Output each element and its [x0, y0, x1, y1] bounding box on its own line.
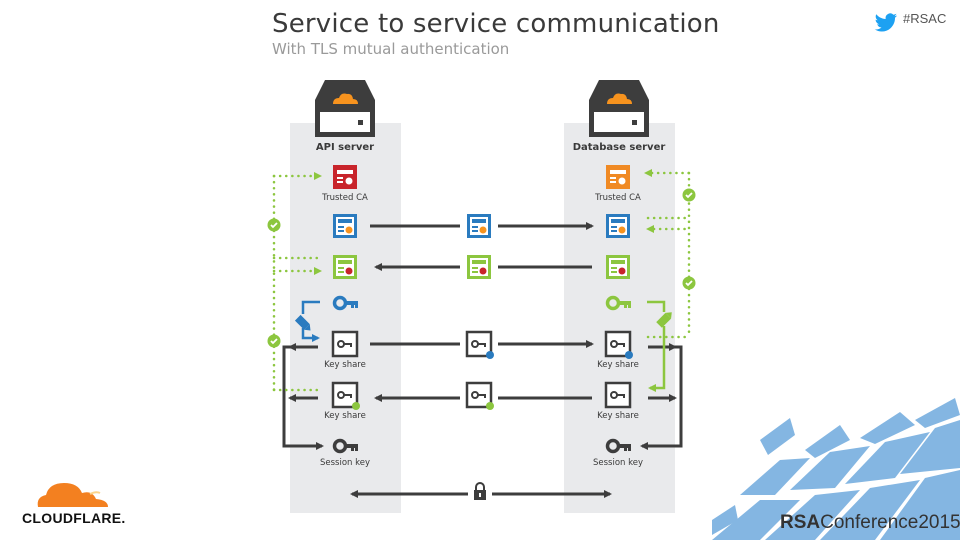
api-server-icon: [315, 80, 375, 137]
db-check-icon-2: [682, 276, 696, 290]
api-sign-arrow: [301, 328, 320, 342]
database-server-icon: [589, 80, 649, 137]
db-key-share-2-label: Key share: [597, 411, 639, 421]
db-sign-path: [647, 300, 666, 312]
slide-subtitle: With TLS mutual authentication: [272, 40, 510, 58]
rsa-event: Conference2015: [820, 512, 960, 533]
api-key-share-1-label: Key share: [324, 360, 366, 370]
db-verify-arrowhead: [644, 169, 652, 177]
db-trusted-ca-label: Trusted CA: [595, 193, 641, 203]
db-key-share-1-icon: [604, 330, 633, 359]
api-session-key-icon: [332, 438, 358, 454]
hashtag: #RSAC: [903, 11, 947, 26]
db-key-share-1-label: Key share: [597, 360, 639, 370]
db-verify-dotted-lines: [646, 171, 691, 339]
transit-blue-certificate-icon: [467, 214, 491, 238]
rsa-decorative-pattern: [712, 398, 960, 540]
api-blue-certificate-icon: [333, 214, 357, 238]
api-key-share-1-icon: [331, 330, 359, 358]
lock-icon: [474, 482, 486, 500]
db-green-key-icon: [605, 295, 631, 311]
transit-key-share-2-icon: [465, 381, 494, 410]
api-verify-dotted-lines: [272, 174, 322, 392]
db-session-key-label: Session key: [592, 458, 643, 468]
api-trusted-ca-certificate-icon: [333, 165, 357, 189]
api-verify-arrowhead: [314, 172, 322, 180]
database-server-label: Database server: [572, 142, 666, 153]
cloudflare-logo-icon: [37, 483, 108, 507]
db-green-certificate-icon: [606, 255, 630, 279]
api-pencil-icon: [294, 314, 311, 331]
api-sign-path: [301, 300, 320, 314]
api-key-share-2-icon: [331, 381, 360, 410]
transit-key-share-1-icon: [465, 330, 494, 359]
api-check-icon-1: [267, 218, 281, 232]
db-check-icon-1: [682, 188, 696, 202]
db-trusted-ca-certificate-icon: [606, 165, 630, 189]
transit-green-certificate-icon: [467, 255, 491, 279]
api-check-icon-2: [267, 334, 281, 348]
api-key-share-2-label: Key share: [324, 411, 366, 421]
slide-title: Service to service communication: [272, 9, 720, 39]
api-server-label: API server: [315, 142, 375, 153]
api-verify-arrowhead: [314, 267, 322, 275]
db-verify-arrowhead: [646, 225, 654, 233]
db-pencil-icon: [656, 312, 672, 328]
db-key-share-2-icon: [604, 381, 632, 409]
db-session-key-icon: [605, 438, 631, 454]
twitter-bird-icon: [874, 13, 897, 32]
api-session-key-label: Session key: [319, 458, 370, 468]
rsa-conference-logo: RSAConference2015: [780, 512, 960, 534]
api-trusted-ca-label: Trusted CA: [322, 193, 368, 203]
rsa-brand: RSA: [780, 512, 821, 533]
api-blue-key-icon: [332, 295, 358, 311]
api-green-certificate-icon: [333, 255, 357, 279]
db-sign-arrow: [648, 326, 666, 392]
db-blue-certificate-icon: [606, 214, 630, 238]
cloudflare-wordmark: CLOUDFLARE.: [22, 510, 126, 526]
